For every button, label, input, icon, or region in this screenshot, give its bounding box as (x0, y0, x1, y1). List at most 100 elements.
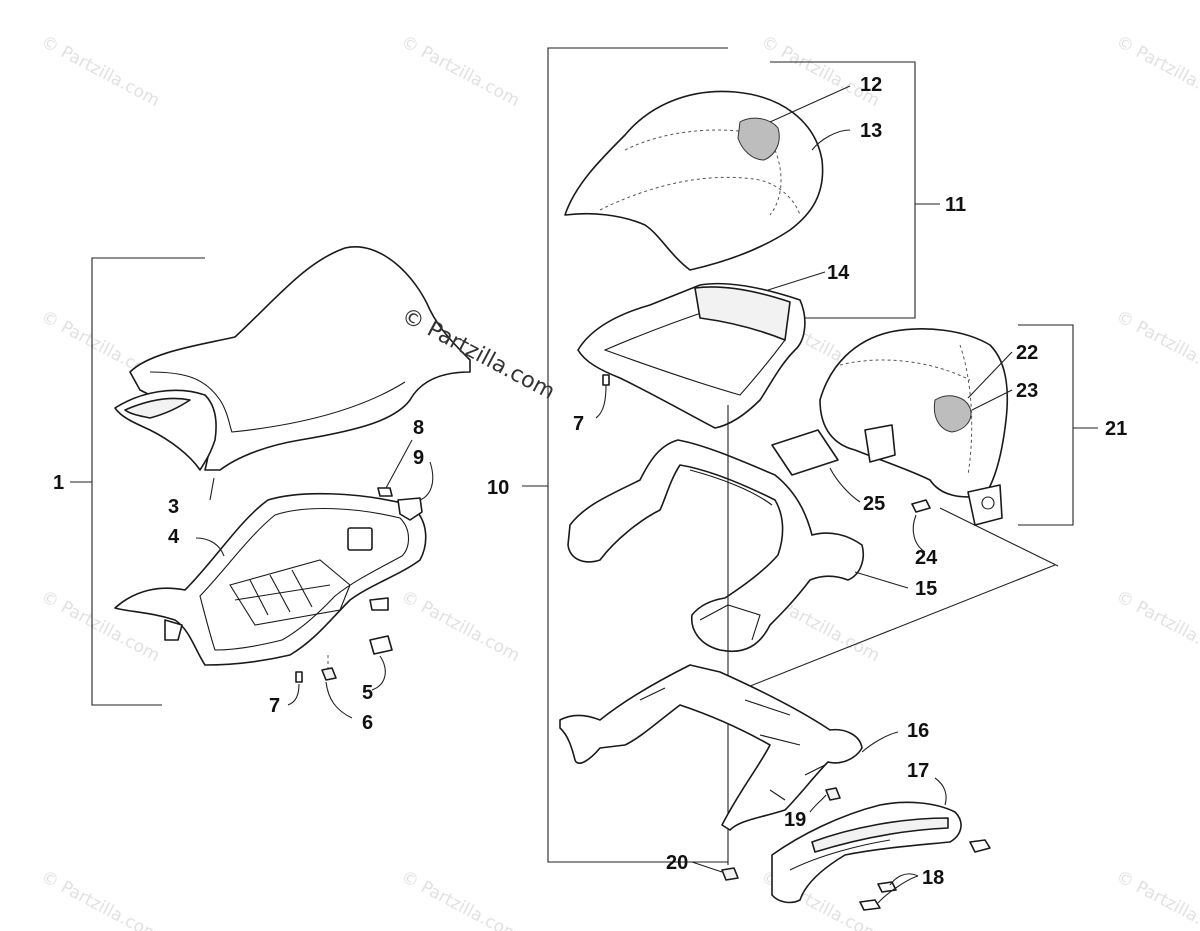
bracket-21 (1018, 324, 1074, 526)
backrest-patch-part-22 (933, 395, 972, 433)
leader-4 (195, 537, 225, 557)
backrest-bracket-right (967, 484, 1003, 526)
rivet-part-7 (295, 671, 303, 683)
leader-15 (854, 571, 909, 589)
callout-12: 12 (860, 74, 882, 96)
grab-handle-grip-texture (811, 817, 949, 853)
seat-stitch-line-3 (769, 149, 782, 216)
mounting-plate-part (559, 664, 863, 831)
backrest-frame-part (567, 439, 864, 652)
callout-23: 23 (1016, 380, 1038, 402)
bracket-11 (770, 61, 916, 319)
callout-4: 4 (168, 526, 180, 548)
seat-stitch-line-1 (599, 176, 801, 216)
leader-6 (325, 681, 353, 719)
leader-24 (912, 514, 926, 553)
callout-7b: 7 (573, 413, 584, 435)
callout-labels: 1 3 4 5 6 7 8 9 10 7 11 12 13 14 15 16 1… (53, 74, 1127, 889)
callout-15: 15 (915, 578, 937, 600)
callout-13: 13 (860, 120, 882, 142)
screw-part-18b (877, 881, 897, 893)
callout-9: 9 (413, 447, 424, 469)
nut-part-19 (825, 787, 841, 801)
watermark-text: © Partzilla.com (398, 32, 523, 111)
seat-base-inner-rim (199, 507, 410, 651)
callout-19: 19 (784, 809, 806, 831)
callout-3: 3 (168, 496, 179, 518)
callout-10: 10 (487, 477, 509, 499)
watermark-text: © Partzilla.com (38, 32, 163, 111)
callout-17: 17 (907, 760, 929, 782)
passenger-seat-cover-part (564, 90, 824, 271)
callout-20: 20 (666, 852, 688, 874)
seat-cover-flap-inner (124, 397, 191, 419)
watermark-text: © Partzilla.com (1113, 587, 1200, 666)
backrest-stitch-line (839, 344, 973, 476)
latch-spring-part (377, 487, 393, 497)
callout-11: 11 (945, 194, 966, 216)
seat-base-latch-box (347, 527, 373, 551)
seat-pan-raised-box (694, 286, 791, 341)
nut-part-20 (721, 867, 739, 881)
watermark-text: © Partzilla.com (38, 867, 163, 931)
callout-22: 22 (1016, 342, 1038, 364)
callout-16: 16 (907, 720, 929, 742)
watermark-text: © Partzilla.com (1113, 867, 1200, 931)
watermark-text: © Partzilla.com (398, 867, 523, 931)
screw-part-18a (969, 839, 991, 853)
leader-20 (691, 861, 723, 873)
leader-18 (877, 873, 919, 904)
seat-base-foot-right (369, 597, 389, 611)
leader-3 (209, 477, 215, 501)
leader-9 (419, 461, 434, 501)
callout-21: 21 (1105, 418, 1127, 440)
callout-7a: 7 (269, 695, 280, 717)
pad-part-25 (771, 429, 839, 476)
leader-23 (971, 389, 1013, 411)
leader-19 (809, 794, 827, 813)
rivet-part-7b (602, 374, 610, 386)
callout-8: 8 (413, 417, 424, 439)
seat-cover-fold-line (149, 371, 406, 433)
callout-24: 24 (915, 547, 938, 569)
callout-18: 18 (922, 867, 944, 889)
backrest-frame-foot (699, 604, 761, 641)
leader-17 (934, 777, 947, 806)
screw-part-24 (911, 499, 931, 513)
leader-16 (861, 731, 899, 753)
latch-bracket-part (397, 497, 423, 521)
callout-25: 25 (863, 493, 885, 515)
leader-12 (769, 85, 851, 123)
leader-5 (371, 655, 386, 691)
mounting-plate-slots (639, 687, 826, 801)
grab-handle-inner (789, 839, 891, 871)
left-seat-assembly (70, 246, 471, 719)
backrest-frame-inner-curve (689, 469, 773, 506)
bracket-10 (547, 47, 728, 863)
leader-13 (811, 129, 851, 151)
leader-7a (287, 683, 300, 706)
callout-5: 5 (362, 682, 373, 704)
watermark-text: © Partzilla.com (1113, 32, 1200, 111)
leader-7b (595, 384, 607, 419)
backrest-bracket-hole (981, 496, 995, 510)
seat-base-foot-left (164, 619, 183, 641)
seat-patch-part-12 (737, 117, 780, 161)
callout-1: 1 (53, 472, 64, 494)
guide-line-lower (939, 507, 1059, 567)
leader-8 (385, 439, 413, 489)
seat-base-tray (229, 559, 351, 626)
watermark-text: © Partzilla.com (1113, 307, 1200, 386)
right-passenger-assembly (522, 47, 1098, 911)
nut-part-6 (321, 667, 337, 681)
watermark-text: © Partzilla.com (398, 587, 523, 666)
leader-22 (967, 351, 1013, 399)
screw-part-18c (859, 899, 881, 911)
backrest-pad-part (819, 328, 1009, 498)
clip-part-5 (369, 635, 393, 655)
leader-25 (829, 467, 861, 503)
leader-14 (767, 271, 826, 291)
callout-6: 6 (362, 712, 373, 734)
callout-14: 14 (827, 262, 850, 284)
